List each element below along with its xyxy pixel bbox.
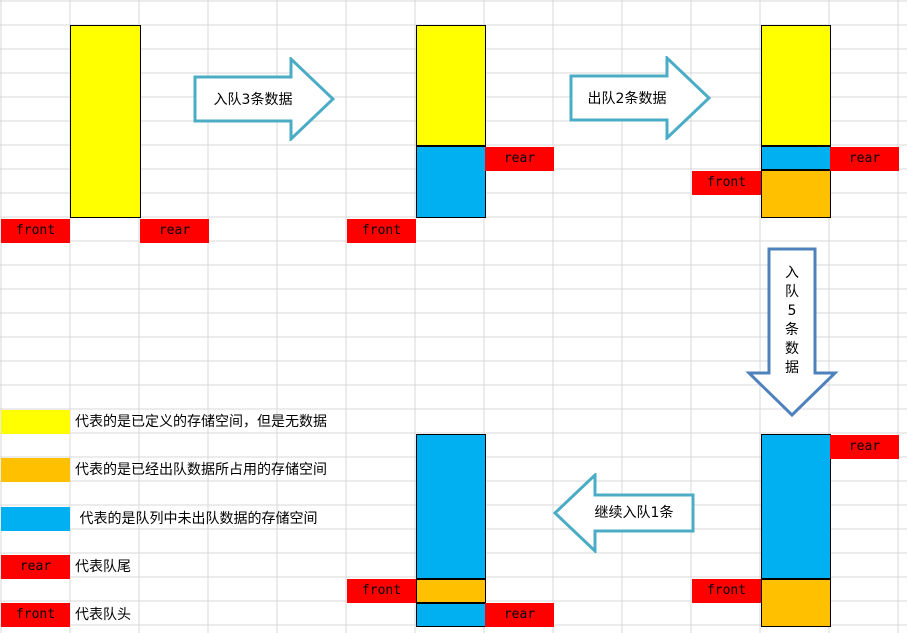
dequeue2-arrow-icon bbox=[569, 56, 711, 140]
stage5-wrapped-data bbox=[416, 603, 486, 627]
stage1-empty-storage bbox=[70, 25, 141, 218]
legend-front-text: 代表队头 bbox=[75, 607, 131, 623]
stage5-dequeued-space bbox=[416, 579, 486, 603]
legend-front-label: front bbox=[1, 603, 70, 627]
legend-yellow-swatch bbox=[1, 410, 70, 434]
enqueue1-arrow-icon bbox=[553, 473, 695, 553]
stage2-queued-data bbox=[416, 146, 486, 218]
enqueue3-arrow-icon bbox=[193, 57, 335, 141]
stage5-front-label: front bbox=[347, 579, 416, 603]
stage5-rear-label: rear bbox=[485, 603, 554, 627]
legend-orange-swatch bbox=[1, 458, 70, 482]
stage4-queued-data bbox=[761, 434, 831, 579]
legend-blue-swatch bbox=[1, 507, 70, 531]
enqueue3-text: 入队3条数据 bbox=[213, 92, 293, 108]
enqueue5-text: 入队5条数据 bbox=[785, 265, 799, 376]
legend-yellow-text: 代表的是已定义的存储空间，但是无数据 bbox=[75, 414, 327, 430]
enqueue1-text: 继续入队1条 bbox=[594, 505, 674, 521]
stage2-front-label: front bbox=[347, 219, 416, 243]
stage3-queued-data bbox=[761, 146, 831, 170]
legend-rear-text: 代表队尾 bbox=[75, 559, 131, 575]
stage1-front-label: front bbox=[1, 219, 70, 243]
stage4-dequeued-space bbox=[761, 579, 831, 627]
stage4-front-label: front bbox=[692, 579, 761, 603]
stage5-queued-data bbox=[416, 434, 486, 579]
legend-orange-text: 代表的是已经出队数据所占用的存储空间 bbox=[75, 462, 327, 478]
legend-blue-text: 代表的是队列中未出队数据的存储空间 bbox=[75, 511, 318, 527]
stage3-dequeued-space bbox=[761, 170, 831, 218]
stage2-empty-storage bbox=[416, 25, 486, 146]
stage4-rear-label: rear bbox=[830, 435, 899, 459]
stage3-front-label: front bbox=[692, 171, 761, 195]
dequeue2-text: 出队2条数据 bbox=[587, 91, 667, 107]
enqueue5-arrow-icon bbox=[745, 247, 839, 418]
legend-rear-label: rear bbox=[1, 555, 70, 579]
stage3-empty-storage bbox=[761, 25, 831, 146]
stage1-rear-label: rear bbox=[140, 219, 209, 243]
stage2-rear-label: rear bbox=[485, 147, 554, 171]
stage3-rear-label: rear bbox=[830, 147, 899, 171]
